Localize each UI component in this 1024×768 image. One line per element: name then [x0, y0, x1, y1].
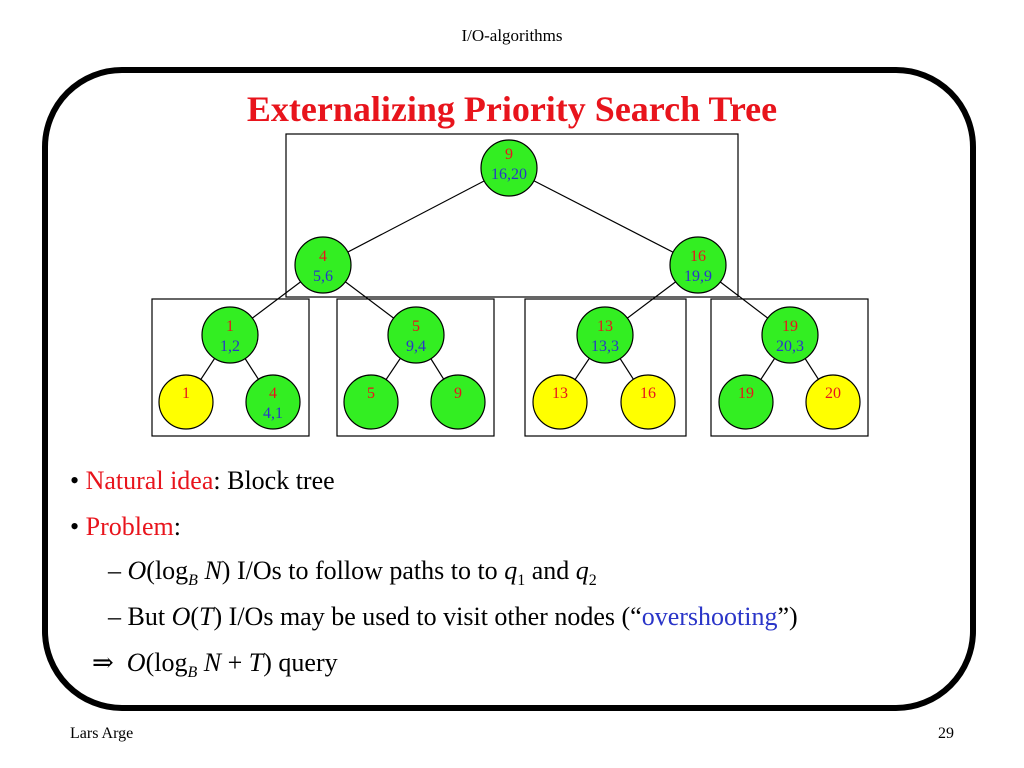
leaf-key: 16 [640, 385, 656, 402]
slide-title: Externalizing Priority Search Tree [246, 89, 778, 129]
leaf-key: 13 [552, 385, 568, 402]
leaf-point: 4,1 [263, 405, 283, 422]
leaf-key: 9 [454, 385, 462, 402]
bullet-dot: • [70, 466, 80, 495]
bullet-dot: • [70, 512, 80, 541]
bullet-problem: • Problem: [70, 512, 181, 541]
tree-leaf: 16 [620, 374, 676, 430]
tree-node-level1: 16 19,9 [669, 236, 727, 294]
node-key: 13 [597, 318, 613, 335]
node-point: 9,4 [406, 338, 426, 355]
node-key: 16 [690, 248, 706, 265]
tree-edge [508, 167, 699, 266]
leaf-key: 20 [825, 385, 841, 402]
tree-node-root: 9 16,20 [480, 139, 538, 197]
node-point: 13,3 [591, 338, 619, 355]
tree-node-level2: 1 1,2 [201, 306, 259, 364]
leaf-key: 19 [738, 385, 754, 402]
node-key: 19 [782, 318, 798, 335]
node-point: 5,6 [313, 268, 333, 285]
tree-leaf: 9 [430, 374, 486, 430]
node-key: 5 [412, 318, 420, 335]
tree-node-level1: 4 5,6 [294, 236, 352, 294]
tree-leaf: 19 [718, 374, 774, 430]
node-point: 16,20 [491, 166, 527, 183]
implies-arrow: ⇒ [92, 648, 114, 677]
node-point: 19,9 [684, 268, 712, 285]
tree-leaf: 4 4,1 [245, 374, 301, 430]
tree-leaf: 13 [532, 374, 588, 430]
tree-node-level2: 13 13,3 [576, 306, 634, 364]
block-box-3 [524, 298, 687, 437]
leaf-key: 5 [367, 385, 375, 402]
node-point: 1,2 [220, 338, 240, 355]
tree-leaf: 5 [343, 374, 399, 430]
bullet-natural-idea: • Natural idea: Block tree [70, 466, 335, 495]
conclusion-line: ⇒ O(logB N + T) query [92, 648, 338, 681]
block-box-top [285, 133, 739, 298]
node-key: 9 [505, 146, 513, 163]
node-key: 4 [319, 248, 327, 265]
block-box-1 [151, 298, 310, 437]
footer-author: Lars Arge [70, 725, 134, 742]
sub-bullet-paths: – O(logB N) I/Os to follow paths to to q… [108, 556, 597, 589]
tree-node-level2: 5 9,4 [387, 306, 445, 364]
block-box-2 [336, 298, 495, 437]
block-box-4 [710, 298, 869, 437]
footer-page-number: 29 [938, 725, 954, 742]
slide-header: I/O-algorithms [461, 26, 563, 45]
tree-leaf: 1 [158, 374, 214, 430]
node-key: 1 [226, 318, 234, 335]
tree-node-level2: 19 20,3 [761, 306, 819, 364]
tree-leaf: 20 [805, 374, 861, 430]
sub-bullet-overshooting: – But O(T) I/Os may be used to visit oth… [108, 602, 798, 631]
node-point: 20,3 [776, 338, 804, 355]
slide-frame [42, 67, 976, 711]
leaf-key: 4 [269, 385, 277, 402]
leaf-key: 1 [182, 385, 190, 402]
tree-edge [322, 167, 510, 266]
